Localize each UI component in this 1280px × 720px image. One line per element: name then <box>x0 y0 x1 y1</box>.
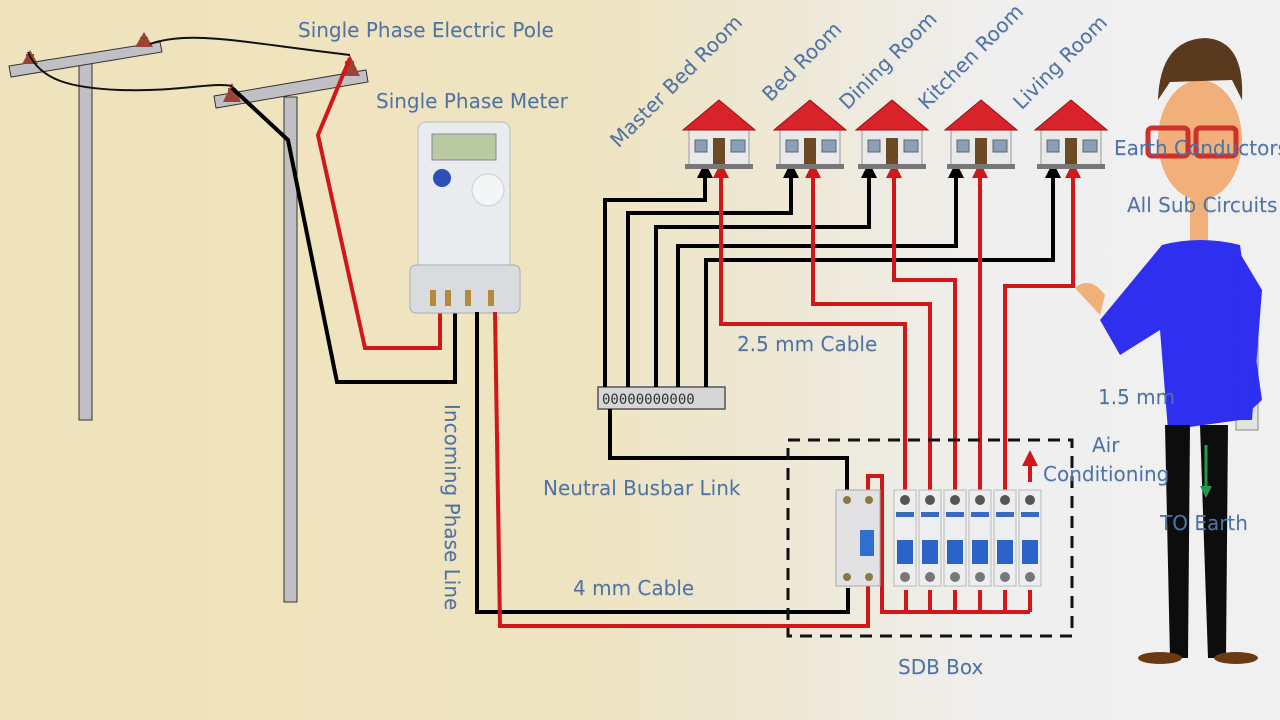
mcb-breaker <box>968 489 992 587</box>
mcb-breaker <box>993 489 1017 587</box>
label-conditioning: Conditioning <box>1043 462 1170 486</box>
label-incoming-phase: Incoming Phase Line <box>440 404 464 611</box>
label-15mm-cable: 1.5 mm <box>1098 385 1176 409</box>
house-icon <box>772 99 848 169</box>
svg-text:00000000000: 00000000000 <box>602 392 695 408</box>
house-icon <box>943 99 1019 169</box>
label-neutral-busbar: Neutral Busbar Link <box>543 476 741 500</box>
label-electric-pole: Single Phase Electric Pole <box>298 18 554 42</box>
house-icon <box>681 99 757 169</box>
mcb-breaker <box>943 489 967 587</box>
mcb-breaker <box>893 489 917 587</box>
house-group <box>681 99 1109 169</box>
label-4mm-cable: 4 mm Cable <box>573 576 695 600</box>
label-meter: Single Phase Meter <box>376 89 568 113</box>
house-icon <box>1033 99 1109 169</box>
label-earth-conductors: Earth Conductors <box>1114 136 1280 160</box>
label-all-circuits: All Sub Circuits <box>1127 193 1278 217</box>
label-air: Air <box>1092 433 1120 457</box>
mcb-breaker <box>1018 489 1042 587</box>
sdb-box-outline <box>786 438 1074 638</box>
mcb-group <box>893 489 1042 587</box>
electric-pole-left <box>8 32 163 421</box>
label-sdb-box: SDB Box <box>898 655 984 679</box>
mcb-breaker <box>918 489 942 587</box>
electric-pole-right <box>213 55 369 603</box>
energy-meter <box>409 121 521 314</box>
label-to-earth: TO Earth <box>1160 511 1248 535</box>
meter-button-icon <box>433 169 451 187</box>
house-icon <box>854 99 930 169</box>
neutral-busbar: 00000000000 <box>597 386 726 410</box>
rccb-breaker <box>835 489 881 587</box>
presenter-figure <box>1075 38 1262 664</box>
label-25mm-cable: 2.5 mm Cable <box>737 332 878 356</box>
